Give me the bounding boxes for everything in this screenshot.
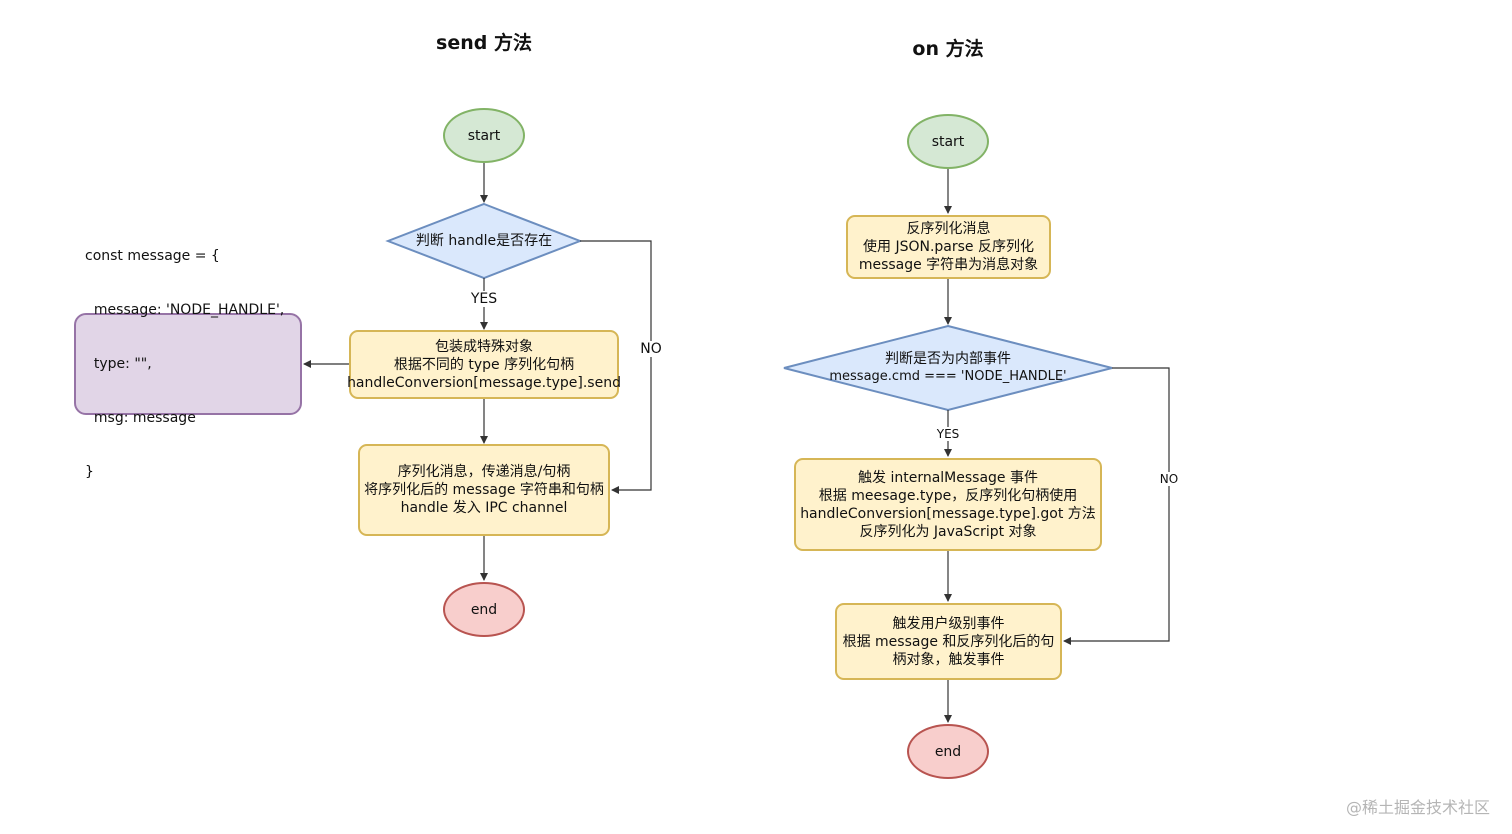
deserialize-node: 反序列化消息 使用 JSON.parse 反序列化 message 字符串为消息… xyxy=(846,215,1051,279)
serialize-send-node: 序列化消息，传递消息/句柄 将序列化后的 message 字符串和句柄 hand… xyxy=(358,444,610,536)
code-line-4: msg: message xyxy=(85,410,196,426)
wrap-line-3: handleConversion[message.type].send xyxy=(347,374,621,391)
serialize-line-3: handle 发入 IPC channel xyxy=(400,500,568,516)
watermark: @稀土掘金技术社区 xyxy=(1345,798,1490,817)
deserialize-line-1: 反序列化消息 xyxy=(906,221,991,237)
user-line-3: 柄对象，触发事件 xyxy=(892,651,1005,668)
internal-line-4: 反序列化为 JavaScript 对象 xyxy=(859,523,1037,540)
right-no-label: NO xyxy=(1157,472,1181,486)
right-end-node: end xyxy=(907,724,989,779)
code-line-1: const message = { xyxy=(85,248,220,264)
send-method-title: send 方法 xyxy=(436,32,532,54)
code-line-2: message: 'NODE_HANDLE', xyxy=(85,302,285,318)
code-line-3: type: "", xyxy=(85,356,152,372)
internal-line-2: 根据 meesage.type，反序列化句柄使用 xyxy=(818,487,1078,504)
right-decision-label: 判断是否为内部事件 message.cmd === 'NODE_HANDLE' xyxy=(829,350,1066,386)
code-line-5: } xyxy=(85,464,94,480)
right-start-node: start xyxy=(907,114,989,169)
deserialize-line-2: 使用 JSON.parse 反序列化 xyxy=(863,239,1034,255)
user-line-1: 触发用户级别事件 xyxy=(892,615,1005,632)
wrap-object-node: 包装成特殊对象 根据不同的 type 序列化句柄 handleConversio… xyxy=(347,330,621,399)
user-line-2: 根据 message 和反序列化后的句 xyxy=(842,633,1055,650)
serialize-line-1: 序列化消息，传递消息/句柄 xyxy=(397,464,571,480)
right-decision-line-2: message.cmd === 'NODE_HANDLE' xyxy=(829,369,1067,384)
left-decision-label: 判断 handle是否存在 xyxy=(415,233,553,249)
internal-message-node: 触发 internalMessage 事件 根据 meesage.type，反序… xyxy=(794,458,1102,551)
edge-left-decision-no xyxy=(580,240,652,494)
wrap-line-2: 根据不同的 type 序列化句柄 xyxy=(393,356,575,373)
serialize-line-2: 将序列化后的 message 字符串和句柄 xyxy=(364,482,604,498)
right-decision-line-1: 判断是否为内部事件 xyxy=(885,351,1011,367)
left-start-node: start xyxy=(443,108,525,163)
right-yes-label: YES xyxy=(934,427,962,441)
on-method-title: on 方法 xyxy=(912,38,984,60)
edge-right-decision-no xyxy=(1063,367,1170,645)
left-end-node: end xyxy=(443,582,525,637)
left-yes-label: YES xyxy=(468,291,500,307)
user-event-node: 触发用户级别事件 根据 message 和反序列化后的句 柄对象，触发事件 xyxy=(835,603,1062,680)
internal-line-3: handleConversion[message.type].got 方法 xyxy=(800,505,1096,522)
deserialize-line-3: message 字符串为消息对象 xyxy=(858,257,1039,273)
message-code-node: const message = { message: 'NODE_HANDLE'… xyxy=(74,248,302,480)
left-no-label: NO xyxy=(638,341,664,357)
wrap-line-1: 包装成特殊对象 xyxy=(435,338,533,355)
internal-line-1: 触发 internalMessage 事件 xyxy=(858,469,1038,486)
